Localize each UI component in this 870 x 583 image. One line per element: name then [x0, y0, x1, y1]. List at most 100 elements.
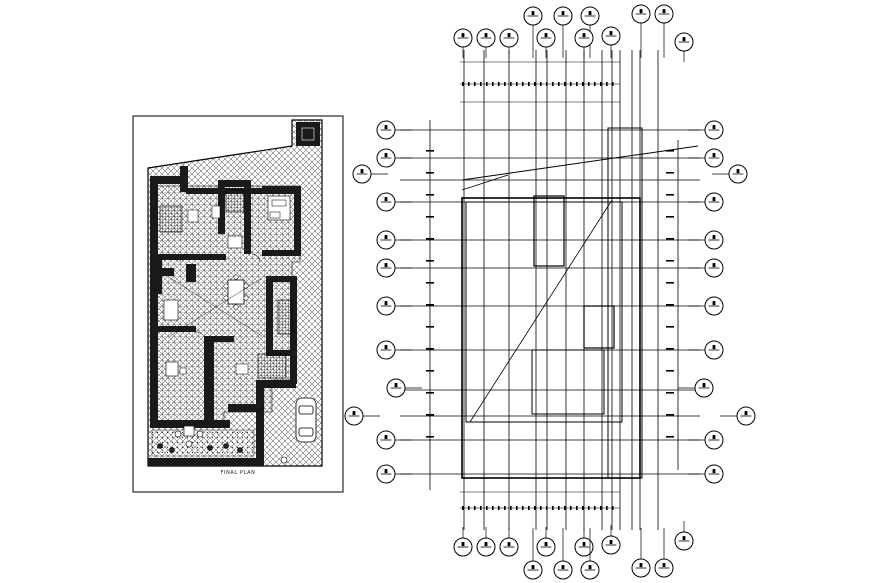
- grid-bubble-mark: [507, 33, 511, 38]
- dimension-tick: [588, 82, 590, 86]
- dimension-tick: [426, 304, 434, 306]
- dimension-tick: [546, 82, 548, 86]
- car: [295, 397, 317, 443]
- stair-block: [277, 299, 293, 335]
- dimension-tick: [612, 82, 614, 86]
- grid-bubble-mark: [352, 411, 356, 416]
- dimension-tick: [666, 370, 674, 372]
- dimension-tick: [426, 326, 434, 328]
- grid-bubble-mark: [682, 536, 686, 541]
- grid-bubble-mark: [588, 565, 592, 570]
- dimension-tick: [462, 506, 464, 510]
- dimension-tick: [594, 506, 596, 510]
- side-strip: [607, 127, 643, 479]
- dimension-tick: [534, 82, 536, 86]
- dimension-tick: [540, 506, 542, 510]
- grid-bubble-mark: [544, 33, 548, 38]
- dimension-tick: [600, 82, 602, 86]
- dimension-tick: [666, 326, 674, 328]
- dimension-tick: [426, 260, 434, 262]
- column-block: [533, 195, 565, 267]
- grid-bubble-mark: [712, 345, 716, 350]
- dimension-tick: [510, 506, 512, 510]
- dimension-tick: [426, 216, 434, 218]
- slab-panel: [531, 349, 605, 415]
- grid-bubble-mark: [662, 9, 666, 14]
- grid-bubble-mark: [484, 542, 488, 547]
- plan-caption: FINAL PLAN: [220, 470, 256, 476]
- dimension-tick: [462, 82, 464, 86]
- dimension-tick: [426, 172, 434, 174]
- dimension-tick: [564, 506, 566, 510]
- dimension-tick: [522, 82, 524, 86]
- grid-bubble-mark: [609, 540, 613, 545]
- dimension-tick: [528, 82, 530, 86]
- dimension-tick: [666, 194, 674, 196]
- dimension-tick: [426, 370, 434, 372]
- grid-bubble-mark: [736, 169, 740, 174]
- dimension-tick: [474, 82, 476, 86]
- dimension-tick: [666, 436, 674, 438]
- grid-bubble-mark: [682, 37, 686, 42]
- dimension-tick: [576, 82, 578, 86]
- grid-bubble-mark: [712, 235, 716, 240]
- dimension-tick: [426, 436, 434, 438]
- dimension-tick: [498, 506, 500, 510]
- dimension-tick: [666, 216, 674, 218]
- dimension-tick: [480, 82, 482, 86]
- grid-bubble-mark: [360, 169, 364, 174]
- dimension-tick: [480, 506, 482, 510]
- dimension-tick: [492, 506, 494, 510]
- grid-bubble-mark: [384, 469, 388, 474]
- grid-bubble-mark: [662, 563, 666, 568]
- grid-bubble-mark: [561, 11, 565, 16]
- grid-bubble-mark: [384, 301, 388, 306]
- grid-bubble-mark: [712, 301, 716, 306]
- grid-bubble-mark: [461, 542, 465, 547]
- roof-diagonal: [461, 174, 509, 191]
- dimension-tick: [666, 282, 674, 284]
- dimension-tick: [426, 414, 434, 416]
- grid-bubble-mark: [712, 125, 716, 130]
- dimension-tick: [666, 348, 674, 350]
- dimension-tick: [498, 82, 500, 86]
- dimension-tick: [666, 304, 674, 306]
- dimension-tick: [510, 82, 512, 86]
- dimension-tick: [600, 506, 602, 510]
- dimension-tick: [426, 238, 434, 240]
- dimension-tick: [582, 82, 584, 86]
- dimension-tick: [570, 82, 572, 86]
- grid-bubble-mark: [712, 197, 716, 202]
- grid-bubble-mark: [639, 9, 643, 14]
- grid-bubble-mark: [531, 565, 535, 570]
- grid-bubble-mark: [582, 33, 586, 38]
- dimension-tick: [558, 506, 560, 510]
- dimension-tick: [576, 506, 578, 510]
- grid-bubble-mark: [507, 542, 511, 547]
- grid-bubble-mark: [384, 263, 388, 268]
- dimension-tick: [558, 82, 560, 86]
- dimension-tick: [666, 150, 674, 152]
- dimension-tick: [666, 392, 674, 394]
- grid-bubble-mark: [384, 235, 388, 240]
- dimension-tick: [666, 414, 674, 416]
- grid-bubble-mark: [544, 542, 548, 547]
- grid-bubble-mark: [394, 383, 398, 388]
- grid-bubble-mark: [384, 125, 388, 130]
- dimension-tick: [474, 506, 476, 510]
- bath-1: [225, 189, 245, 213]
- patio-furniture: [174, 425, 204, 448]
- dimension-tick: [468, 506, 470, 510]
- dimension-tick: [516, 82, 518, 86]
- grid-bubble-mark: [639, 563, 643, 568]
- dimension-tick: [528, 506, 530, 510]
- dimension-tick: [516, 506, 518, 510]
- grid-bubble-mark: [561, 565, 565, 570]
- dimension-tick: [606, 506, 608, 510]
- grid-bubble-mark: [461, 33, 465, 38]
- building-outline: [461, 197, 641, 479]
- dimension-tick: [426, 348, 434, 350]
- dimension-tick: [504, 506, 506, 510]
- grid-bubble-mark: [531, 11, 535, 16]
